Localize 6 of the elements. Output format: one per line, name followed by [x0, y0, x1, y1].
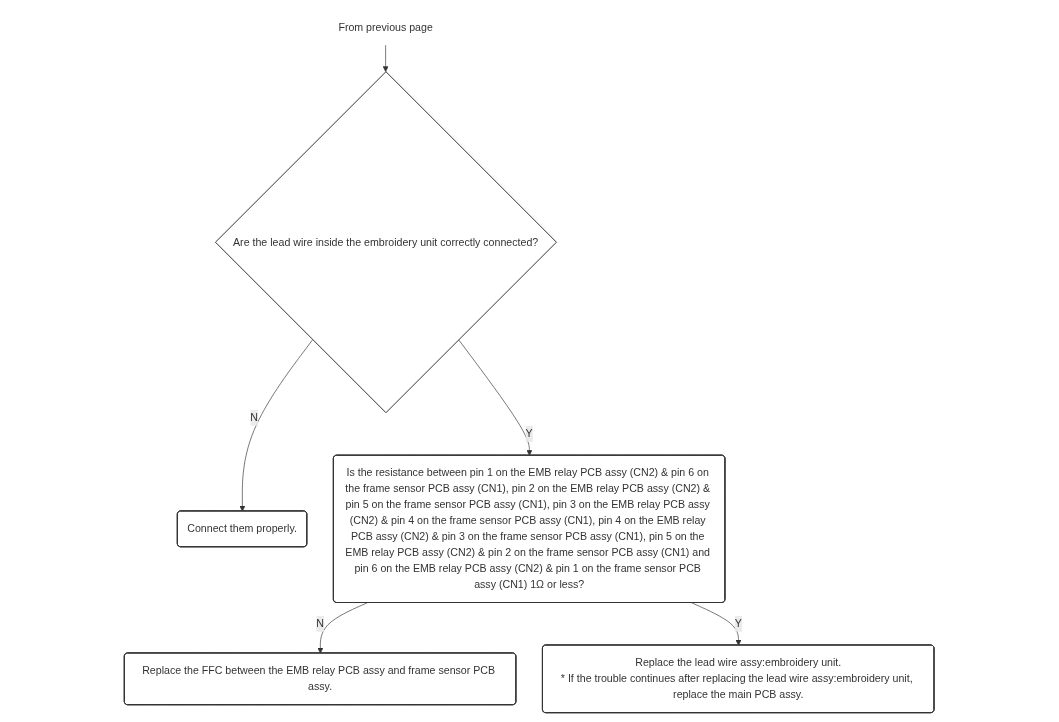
edge-label: Y [735, 617, 743, 630]
edge-label: N [316, 617, 325, 630]
edge-label: Y [525, 427, 534, 440]
node-text: From previous page [338, 21, 434, 33]
edge-label: N [250, 411, 259, 424]
node-diamond: Are the lead wire inside the embroidery unit correctly connected? [215, 71, 558, 414]
